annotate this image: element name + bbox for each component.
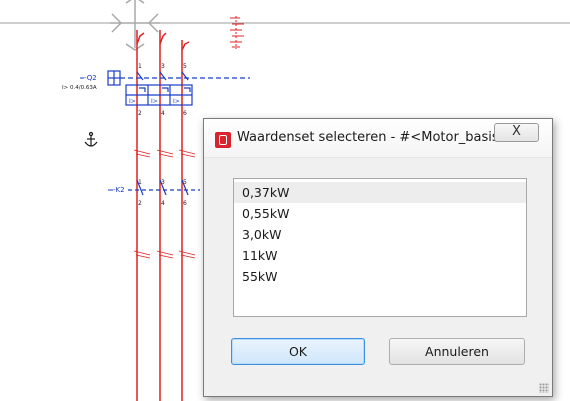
dialog-titlebar[interactable]: Waardenset selecteren - #<Motor_basis> X [204,119,552,158]
wire-numbers-mid [133,149,196,158]
move-cursor-icon [110,0,160,51]
value-set-list[interactable]: 0,37kW 0,55kW 3,0kW 11kW 55kW [233,178,527,317]
list-item[interactable]: 0,37kW [234,182,526,203]
wire-hooks [136,32,190,51]
terminal-3: 3 [161,63,165,70]
k-terminal-3: 3 [161,179,165,186]
overload-label-2: I> [151,98,158,105]
power-wires [136,30,183,401]
anchor-icon [84,131,98,147]
overload-label-1: I> [129,98,136,105]
terminal-1: 1 [138,63,142,70]
k-terminal-5: 5 [183,179,187,186]
resize-grip-icon[interactable] [539,383,549,393]
list-item[interactable]: 11kW [242,248,278,263]
contactor-k2[interactable] [128,179,200,196]
close-icon: X [512,124,521,139]
list-item[interactable]: 0,55kW [242,206,290,221]
terminal-4: 4 [161,110,165,117]
terminal-2: 2 [138,110,142,117]
k-terminal-4: 4 [161,200,165,207]
k-terminal-2: 2 [138,200,142,207]
overload-label-3: I> [173,98,180,105]
terminal-5: 5 [183,63,187,70]
dialog-title: Waardenset selecteren - #<Motor_basis> [237,130,510,145]
app-logo-icon [215,132,231,148]
q2-label: -Q2 [84,74,97,82]
list-item[interactable]: 55kW [242,269,278,284]
wire-numbers-lower [133,250,196,259]
terminal-6: 6 [183,110,187,117]
cross-reference-marks [230,16,244,49]
select-value-set-dialog[interactable]: Waardenset selecteren - #<Motor_basis> X… [203,118,553,397]
breaker-q2[interactable] [107,70,250,106]
k-terminal-6: 6 [183,200,187,207]
k2-label: -K2 [113,186,125,194]
k-terminal-1: 1 [138,179,142,186]
close-button[interactable]: X [494,123,539,142]
ok-button[interactable]: OK [231,338,365,365]
list-item[interactable]: 3,0kW [242,227,282,242]
cancel-button[interactable]: Annuleren [389,338,525,365]
q2-rating-label: I> 0.4/0.63A [62,85,97,91]
